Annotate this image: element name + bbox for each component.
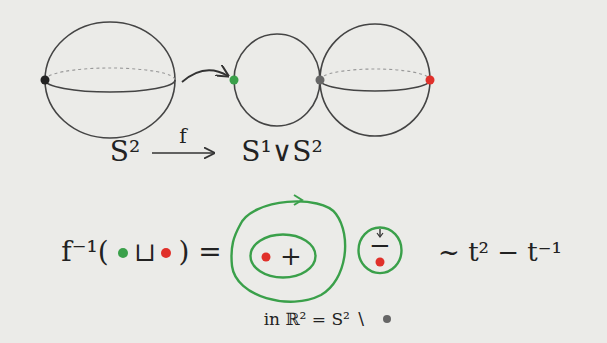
red-point — [262, 253, 271, 262]
label-holder: ⊔ — [134, 238, 156, 267]
preimage-loop — [231, 201, 345, 301]
sphere — [320, 24, 430, 136]
small-loop: − — [357, 226, 403, 275]
base-point — [41, 76, 50, 85]
wedge-point — [316, 76, 325, 85]
sign-label: + — [280, 242, 302, 271]
math-label: ~ t² − t⁻¹ — [438, 237, 562, 267]
red-point — [426, 76, 435, 85]
label-holder: f — [179, 125, 186, 147]
label-holder: f⁻¹( — [61, 237, 108, 268]
removed-point — [383, 315, 391, 323]
label-holder: ) — [179, 237, 190, 268]
math-label: in ℝ² = S² ∖ — [264, 309, 367, 329]
math-label: ⊔ — [134, 237, 156, 267]
sign-label: − — [369, 231, 391, 260]
map-arrow — [182, 70, 228, 82]
label-holder: in ℝ² = S² ∖ — [264, 310, 367, 329]
circle-sphere — [234, 34, 320, 126]
math-label: S² — [110, 135, 140, 168]
orientation-tick — [294, 195, 302, 205]
map-arrow — [152, 152, 214, 154]
label-holder: S¹∨S² — [241, 137, 322, 168]
label-holder: ~ t² − t⁻¹ — [438, 238, 562, 267]
red-point — [161, 248, 171, 258]
sphere — [45, 22, 175, 138]
inner-loop: + — [249, 233, 317, 279]
math-label: f — [179, 124, 186, 148]
math-label: f⁻¹( — [61, 235, 108, 268]
math-label: S¹∨S² — [241, 135, 322, 168]
math-label: ) — [179, 235, 190, 268]
label-holder: S² — [110, 137, 140, 168]
green-point — [118, 248, 128, 258]
label-holder: = — [198, 237, 221, 268]
green-point — [230, 76, 239, 85]
math-label: = — [198, 235, 221, 268]
